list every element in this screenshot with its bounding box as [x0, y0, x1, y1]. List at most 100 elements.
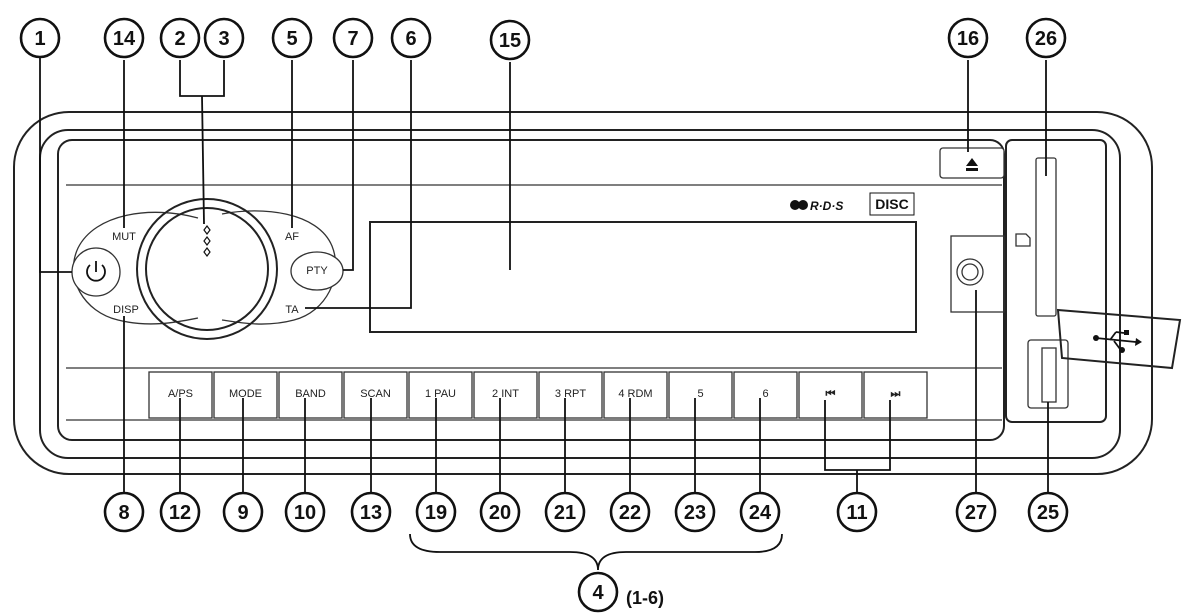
callout-26: 26 — [1025, 17, 1067, 59]
pty-button[interactable]: PTY — [290, 251, 344, 291]
svg-text:R·D·S: R·D·S — [810, 199, 843, 213]
next-track-button[interactable]: ⏭ — [863, 371, 928, 419]
callout-number: 16 — [957, 28, 979, 50]
callout-5: 5 — [271, 17, 313, 59]
power-button[interactable] — [71, 247, 121, 297]
preset-2-int-button[interactable]: 2 INT — [473, 371, 538, 419]
compact-disc-logo: DISC — [869, 192, 915, 216]
callout-13: 13 — [350, 491, 392, 533]
mut-label: MUT — [112, 231, 136, 243]
callout-number: 8 — [118, 502, 129, 524]
callout-14: 14 — [103, 17, 145, 59]
callout-16: 16 — [947, 17, 989, 59]
disp-label: DISP — [113, 304, 139, 316]
preset-3-rpt-button[interactable]: 3 RPT — [538, 371, 603, 419]
callout-12: 12 — [159, 491, 201, 533]
callout-number: 20 — [489, 502, 511, 524]
callout-number: 4 — [592, 582, 604, 604]
preset-5-button[interactable]: 5 — [668, 371, 733, 419]
callout-number: 10 — [294, 502, 316, 524]
mode-button[interactable]: MODE — [213, 371, 278, 419]
card-slot-icon — [1015, 233, 1031, 247]
eject-button[interactable] — [939, 147, 1005, 179]
callout-number: 12 — [169, 502, 191, 524]
usb-icon — [1093, 330, 1142, 353]
callout-number: 14 — [113, 28, 136, 50]
callout-number: 3 — [218, 28, 229, 50]
preset-1-pau-button[interactable]: 1 PAU — [408, 371, 473, 419]
callout-number: 25 — [1037, 502, 1059, 524]
callout-24: 24 — [739, 491, 781, 533]
aux-jack[interactable] — [956, 258, 984, 286]
preset-5-label: 5 — [697, 388, 703, 400]
svg-text:DISC: DISC — [875, 196, 908, 212]
callout-7: 7 — [332, 17, 374, 59]
callout-27: 27 — [955, 491, 997, 533]
callout-number: 21 — [554, 502, 576, 524]
callout-1: 1 — [19, 17, 61, 59]
aps-label: A/PS — [168, 388, 193, 400]
power-icon — [86, 261, 106, 282]
preset-4-rdm-label: 4 RDM — [618, 388, 652, 400]
volume-knob[interactable] — [136, 198, 278, 340]
ta-label: TA — [285, 304, 299, 316]
eject-icon — [966, 158, 978, 171]
callout-25: 25 — [1027, 491, 1069, 533]
callout-10: 10 — [284, 491, 326, 533]
callout-8: 8 — [103, 491, 145, 533]
callout-number: 23 — [684, 502, 706, 524]
callout-4: 4 — [577, 571, 619, 613]
callout-number: 24 — [749, 502, 772, 524]
disc-slot — [1035, 157, 1057, 317]
scan-button[interactable]: SCAN — [343, 371, 408, 419]
inner-frame — [39, 129, 1121, 459]
prev-track-label: ⏮ — [826, 388, 836, 400]
callout-3: 3 — [203, 17, 245, 59]
callout-number: 13 — [360, 502, 382, 524]
callout-number: 19 — [425, 502, 447, 524]
callout-number: 9 — [237, 502, 248, 524]
preset-2-int-label: 2 INT — [492, 388, 519, 400]
callout-2: 2 — [159, 17, 201, 59]
rds-logo: R·D·S — [790, 199, 843, 213]
preset-1-pau-label: 1 PAU — [425, 388, 456, 400]
knob-dots-icon — [203, 225, 211, 257]
callout-number: 15 — [499, 30, 521, 52]
callout-number: 1 — [34, 28, 45, 50]
lcd-display — [369, 221, 917, 333]
group-range-label: (1-6) — [626, 588, 664, 608]
af-label: AF — [285, 231, 299, 243]
prev-track-button[interactable]: ⏮ — [798, 371, 863, 419]
preset-3-rpt-label: 3 RPT — [555, 388, 586, 400]
band-button[interactable]: BAND — [278, 371, 343, 419]
callout-number: 6 — [405, 28, 416, 50]
band-label: BAND — [295, 388, 326, 400]
callout-19: 19 — [415, 491, 457, 533]
callout-number: 22 — [619, 502, 641, 524]
callout-22: 22 — [609, 491, 651, 533]
preset-4-rdm-button[interactable]: 4 RDM — [603, 371, 668, 419]
pty-label: PTY — [306, 265, 328, 277]
callout-9: 9 — [222, 491, 264, 533]
outer-frame — [13, 111, 1153, 475]
callout-11: 11 — [836, 491, 878, 533]
callout-number: 2 — [174, 28, 185, 50]
scan-label: SCAN — [360, 388, 391, 400]
callout-number: 5 — [286, 28, 297, 50]
callout-20: 20 — [479, 491, 521, 533]
callout-21: 21 — [544, 491, 586, 533]
button-row: A/PS MODE BAND SCAN 1 PAU 2 INT 3 RPT 4 RDM 5 6 ⏮ ⏭ — [148, 371, 928, 419]
callout-15: 15 — [489, 19, 531, 61]
preset-6-button[interactable]: 6 — [733, 371, 798, 419]
mode-label: MODE — [229, 388, 262, 400]
usb-stick — [1056, 308, 1182, 370]
callout-number: 7 — [347, 28, 358, 50]
aux-panel — [950, 235, 1005, 313]
right-section — [1005, 139, 1107, 423]
next-track-label: ⏭ — [891, 388, 901, 400]
callout-23: 23 — [674, 491, 716, 533]
leader-lines — [39, 58, 1049, 571]
callout-number: 11 — [846, 502, 867, 524]
